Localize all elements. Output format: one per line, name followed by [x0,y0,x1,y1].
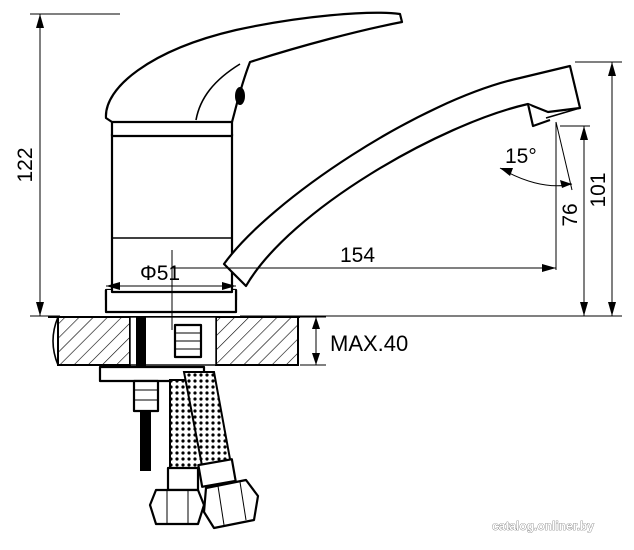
watermark: catalog.onliner.by [492,519,594,533]
label-body-diameter: Φ51 [140,262,180,285]
dimension-body-diameter: Φ51 [106,250,236,330]
label-outlet-height: 76 [559,203,582,226]
countertop [48,316,300,366]
label-total-height: 122 [14,147,37,182]
dimension-max-countertop: MAX.40 [300,316,408,366]
supply-hose-right [182,371,260,530]
label-spout-height: 101 [587,172,610,207]
dimension-total-height: 122 [14,13,120,317]
dimension-spout-height: 101 [575,61,622,317]
label-max-countertop: MAX.40 [330,331,408,356]
spout [222,64,582,288]
dimension-spout-reach: 154 [172,244,556,272]
handle-lever [104,11,404,124]
dimension-spout-angle: 15° [499,121,573,270]
dimension-outlet-height: 76 [240,125,600,317]
label-spout-reach: 154 [340,244,375,267]
label-spout-angle: 15° [505,145,537,168]
